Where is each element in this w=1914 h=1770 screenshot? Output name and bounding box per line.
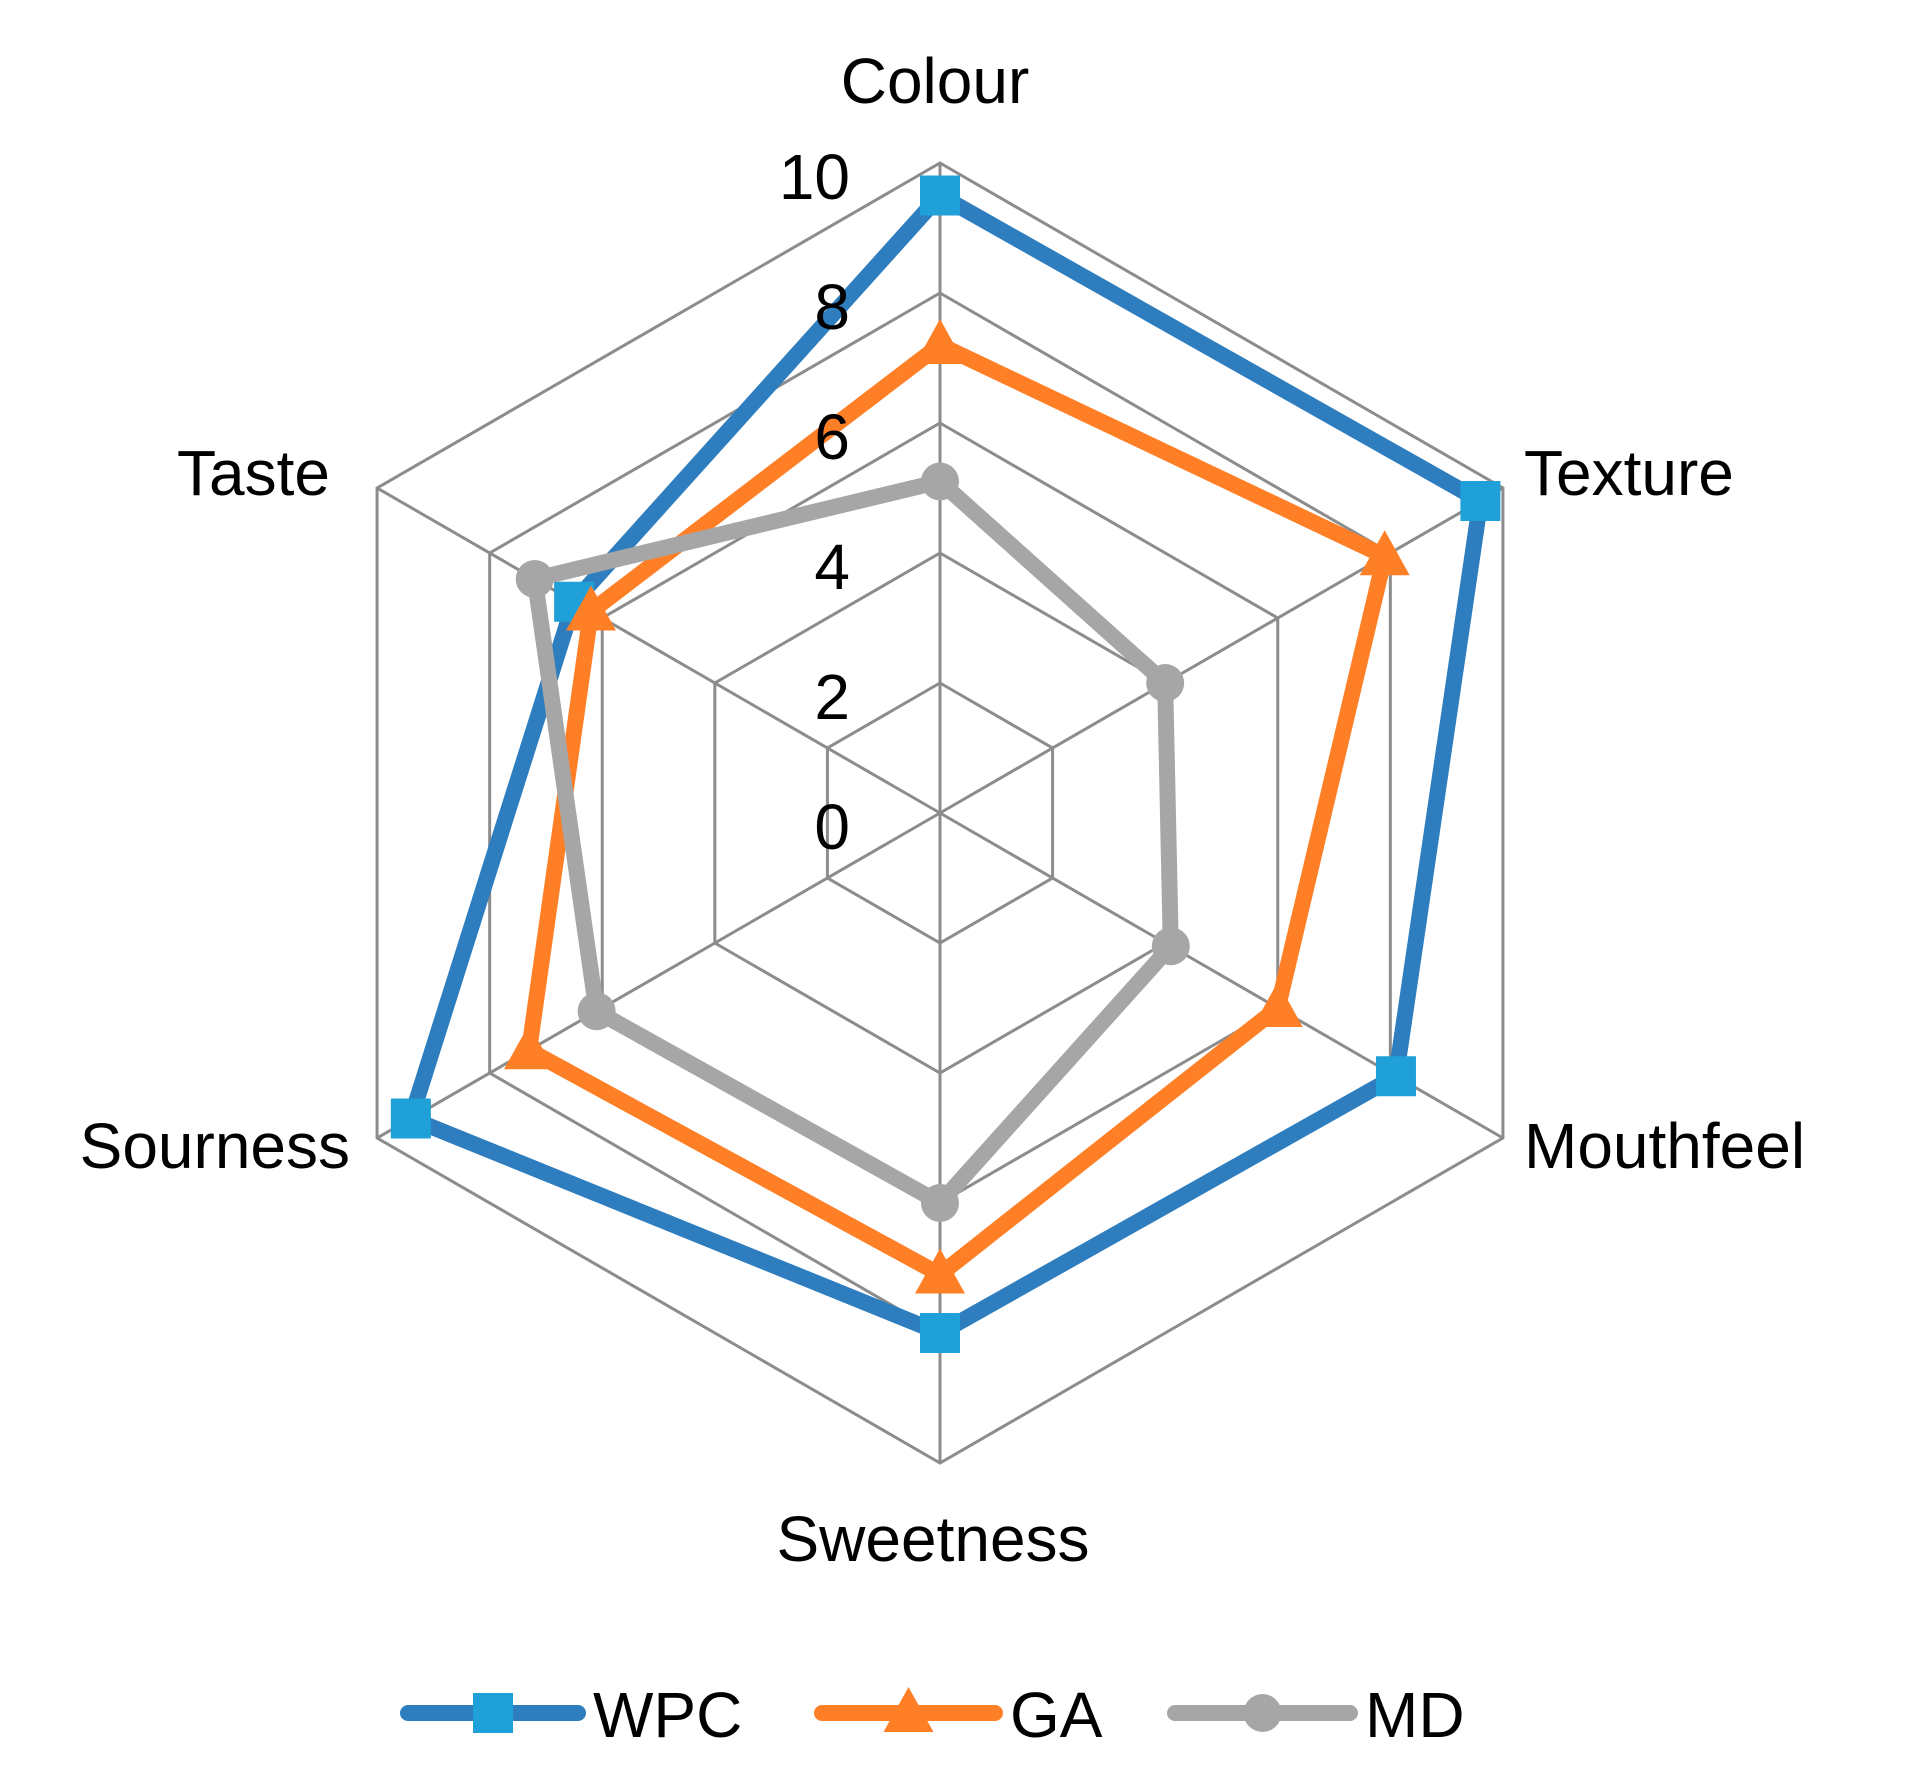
axis-label-taste: Taste — [177, 437, 330, 509]
data-point-md-taste — [515, 560, 554, 598]
tick-labels: 0 2 4 6 8 10 — [779, 141, 850, 863]
axis-spoke-taste — [376, 486, 941, 815]
legend-label-ga: GA — [1010, 1679, 1103, 1751]
data-point-ga-taste — [565, 585, 616, 631]
series-wpc — [390, 175, 1501, 1353]
legend-marker-ga — [883, 1687, 934, 1732]
data-point-wpc-mouthfeel — [1375, 1056, 1416, 1097]
tick-label-0: 0 — [814, 791, 850, 863]
data-point-wpc-sweetness — [920, 1313, 960, 1353]
tick-label-8: 8 — [814, 271, 850, 343]
data-point-ga-texture — [1359, 530, 1410, 576]
axis-label-sweetness: Sweetness — [776, 1503, 1089, 1575]
legend-item-wpc: WPC — [400, 1679, 742, 1751]
axis-spoke-sourness — [376, 811, 941, 1140]
legend-label-wpc: WPC — [593, 1679, 742, 1751]
data-point-wpc-sourness — [390, 1098, 431, 1139]
legend-label-md: MD — [1365, 1679, 1465, 1751]
legend-item-md: MD — [1167, 1679, 1465, 1751]
axis-label-sourness: Sourness — [80, 1110, 350, 1182]
legend: WPC GA MD — [400, 1679, 1465, 1751]
tick-label-6: 6 — [814, 401, 850, 473]
data-point-wpc-texture — [1460, 481, 1501, 521]
legend-marker-wpc — [473, 1693, 513, 1733]
data-point-md-colour — [921, 462, 959, 501]
legend-item-ga: GA — [814, 1679, 1103, 1751]
data-point-md-mouthfeel — [1151, 927, 1190, 966]
axis-label-texture: Texture — [1524, 437, 1734, 509]
tick-label-4: 4 — [814, 531, 850, 603]
series-md — [515, 462, 1190, 1222]
data-point-ga-mouthfeel — [1252, 982, 1303, 1027]
tick-label-10: 10 — [779, 141, 850, 213]
axis-label-colour: Colour — [841, 45, 1030, 117]
data-point-ga-colour — [915, 319, 965, 364]
data-point-ga-sweetness — [915, 1248, 965, 1294]
data-point-md-texture — [1146, 664, 1185, 702]
data-point-wpc-colour — [920, 175, 960, 216]
data-point-md-sourness — [577, 992, 616, 1031]
tick-label-2: 2 — [814, 661, 850, 733]
series-layer — [390, 175, 1501, 1353]
data-point-ga-sourness — [504, 1024, 555, 1070]
series-ga — [504, 319, 1410, 1294]
legend-marker-md — [1243, 1694, 1282, 1732]
axis-spoke-texture — [939, 486, 1504, 815]
axis-label-mouthfeel: Mouthfeel — [1524, 1110, 1805, 1182]
data-point-md-sweetness — [921, 1184, 959, 1222]
